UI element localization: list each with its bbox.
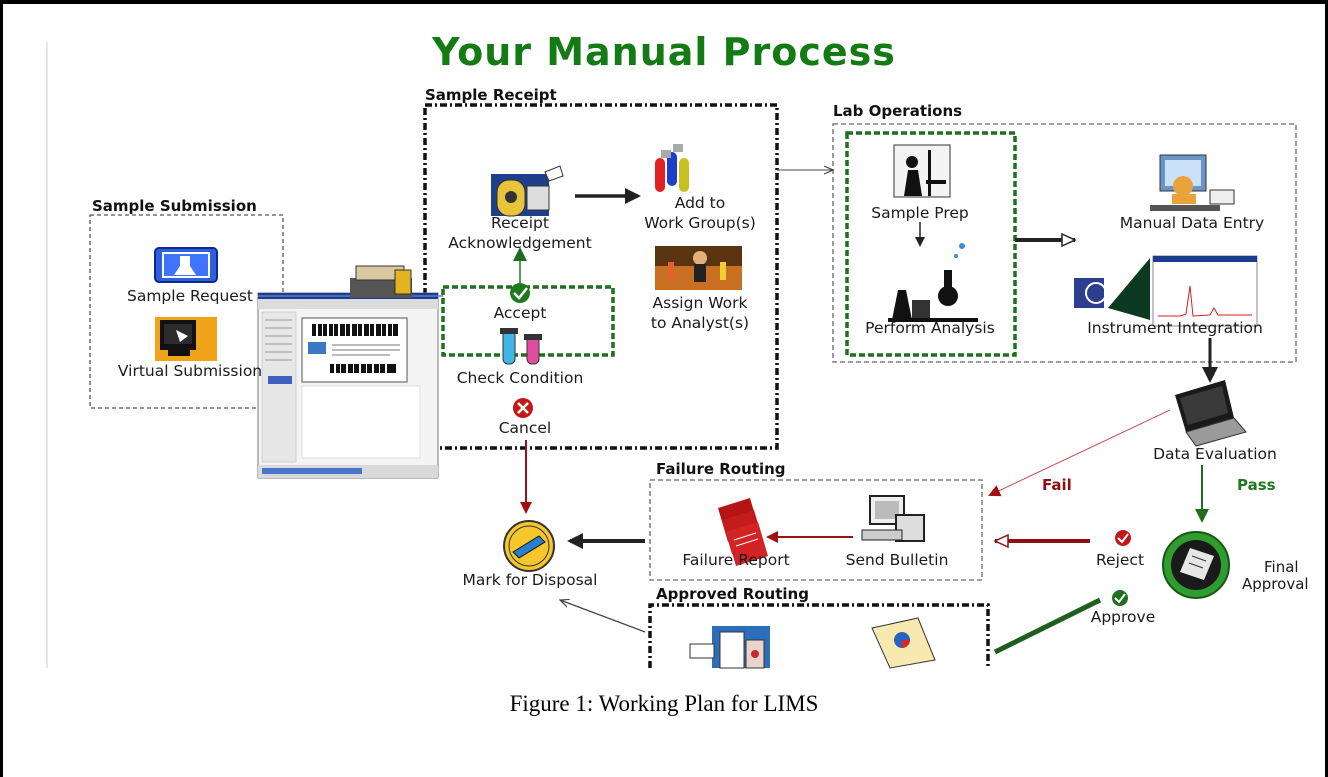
bulletin-computer-icon [861, 495, 925, 542]
report-stack-icon [718, 498, 768, 566]
label-check-condition: Check Condition [456, 369, 584, 387]
label-add-work-group-1: Add to [674, 194, 726, 212]
label-pass: Pass [1237, 476, 1276, 494]
label-accept: Accept [493, 304, 547, 322]
check-icon [1112, 590, 1128, 606]
cancel-x-icon [513, 398, 533, 418]
label-assign-work-1: Assign Work [652, 294, 748, 312]
pie-report-icon [871, 617, 936, 669]
label-instrument-integration: Instrument Integration [1087, 319, 1263, 337]
check-icon [1115, 530, 1131, 546]
label-cancel: Cancel [498, 419, 552, 437]
monitor-submission-icon [155, 317, 217, 361]
test-tubes-icon [500, 328, 542, 365]
section-sample-receipt: Sample Receipt [425, 86, 557, 104]
label-receipt-ack-2: Acknowledgement [448, 234, 592, 252]
final-approval-seal-icon [1162, 531, 1230, 599]
lims-screenshot-inset [257, 292, 439, 479]
flask-request-icon [154, 247, 218, 283]
label-final-approval-2: Approval [1242, 575, 1309, 593]
barcode-label-icon [308, 324, 400, 373]
label-assign-work-2: to Analyst(s) [650, 314, 750, 332]
label-fail: Fail [1042, 476, 1072, 494]
section-lab-operations: Lab Operations [833, 102, 963, 120]
section-sample-submission: Sample Submission [92, 197, 257, 215]
figure-caption: Figure 1: Working Plan for LIMS [509, 691, 819, 716]
section-failure-routing: Failure Routing [656, 460, 786, 478]
disposal-badge-icon [503, 520, 555, 572]
label-virtual-submission: Virtual Submission [117, 362, 263, 380]
sample-receipt-box [423, 103, 779, 450]
label-mark-for-disposal: Mark for Disposal [462, 571, 598, 589]
label-add-work-group-2: Work Group(s) [644, 214, 756, 232]
label-data-evaluation: Data Evaluation [1153, 445, 1277, 463]
arrow-approve [993, 597, 1102, 655]
label-sample-prep: Sample Prep [871, 204, 969, 222]
section-approved-routing: Approved Routing [656, 585, 809, 603]
lab-operations-box [832, 123, 1297, 363]
bench-group-box [845, 131, 1017, 357]
label-manual-data-entry: Manual Data Entry [1119, 214, 1265, 232]
lab-equipment-icon [888, 243, 978, 322]
document-icon [689, 626, 770, 669]
receipt-mailbox-icon [491, 165, 564, 217]
label-final-approval-1: Final [1264, 558, 1299, 576]
scientist-icon [893, 144, 951, 198]
label-approve: Approve [1090, 608, 1156, 626]
test-tubes-icon [655, 144, 689, 192]
computer-user-icon [1150, 154, 1235, 211]
approved-routing-box [648, 603, 990, 668]
page-title: Your Manual Process [432, 30, 896, 74]
analyst-photo-icon [655, 246, 742, 290]
label-send-bulletin: Send Bulletin [845, 551, 949, 569]
arrow-fail [988, 409, 1171, 497]
label-reject: Reject [1095, 551, 1145, 569]
instrument-chart-icon [1074, 255, 1258, 327]
arrow-approved-to-disposal [560, 600, 646, 633]
laptop-icon [1175, 380, 1247, 447]
label-failure-report: Failure Report [682, 551, 790, 569]
label-perform-analysis: Perform Analysis [865, 319, 995, 337]
check-icon [510, 283, 530, 303]
label-sample-request: Sample Request [126, 287, 253, 305]
printer-icon [350, 265, 412, 298]
label-receipt-ack-1: Receipt [491, 214, 549, 232]
